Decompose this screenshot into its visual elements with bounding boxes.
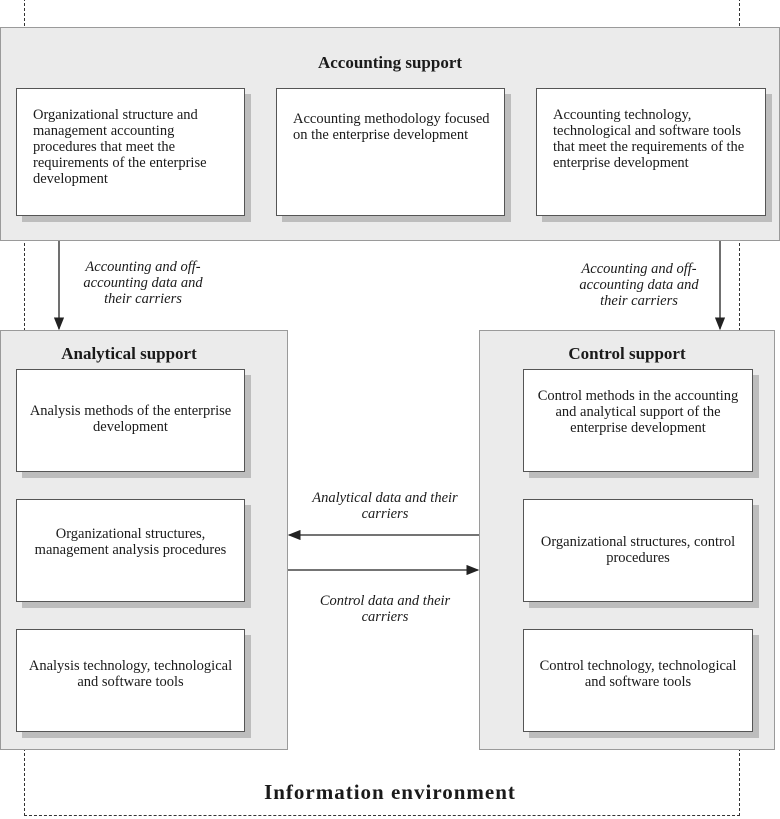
analytical-box-org-structures: Organizational structures, management an… — [16, 499, 245, 602]
analytical-support-panel: Analytical support Analysis methods of t… — [0, 330, 288, 750]
accounting-support-panel: Accounting support Organizational struct… — [0, 27, 780, 241]
analytical-box-technology: Analysis technology, technological and s… — [16, 629, 245, 732]
accounting-box-technology: Accounting technology, technological and… — [536, 88, 766, 216]
flow-label-control-data: Control data and their carriers — [319, 593, 451, 625]
control-box-technology: Control technology, technological and so… — [523, 629, 753, 732]
control-box-methods-text: Control methods in the accounting and an… — [537, 388, 739, 436]
analytical-box-methods-text: Analysis methods of the enterprise devel… — [29, 403, 232, 435]
accounting-box-org-structure: Organizational structure and management … — [16, 88, 245, 216]
accounting-support-title: Accounting support — [317, 53, 463, 72]
analytical-box-methods: Analysis methods of the enterprise devel… — [16, 369, 245, 472]
control-box-org-structures: Organizational structures, control proce… — [523, 499, 753, 602]
control-support-panel: Control support Control methods in the a… — [479, 330, 775, 750]
control-box-org-structures-text: Organizational structures, control proce… — [540, 534, 736, 566]
control-box-methods: Control methods in the accounting and an… — [523, 369, 753, 472]
analytical-box-technology-text: Analysis technology, technological and s… — [28, 658, 233, 690]
flow-label-to-control: Accounting and off-accounting data and t… — [579, 261, 699, 309]
control-box-technology-text: Control technology, technological and so… — [539, 658, 737, 690]
analytical-support-title: Analytical support — [61, 344, 197, 363]
accounting-box-technology-text: Accounting technology, technological and… — [553, 107, 745, 171]
flow-label-analytical-data: Analytical data and their carriers — [312, 490, 458, 522]
control-support-title: Control support — [568, 344, 686, 363]
flow-label-to-analytical: Accounting and off-accounting data and t… — [83, 259, 203, 307]
information-environment-label: Information environment — [264, 780, 516, 804]
accounting-box-methodology: Accounting methodology focused on the en… — [276, 88, 505, 216]
accounting-box-org-structure-text: Organizational structure and management … — [33, 107, 207, 187]
accounting-box-methodology-text: Accounting methodology focused on the en… — [293, 111, 490, 143]
analytical-box-org-structures-text: Organizational structures, management an… — [34, 526, 227, 558]
